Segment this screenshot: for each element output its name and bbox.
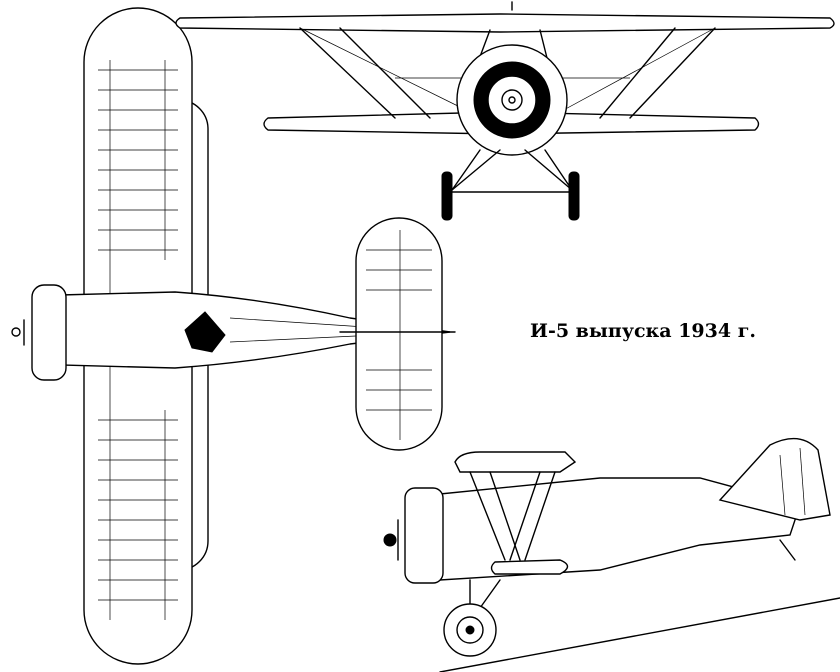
side-view <box>383 437 840 672</box>
front-view-right-wheel <box>568 171 580 221</box>
top-view-wing-ribs <box>98 60 178 620</box>
top-view-cowling <box>31 284 67 381</box>
front-view-left-wheel <box>441 171 453 221</box>
front-view <box>175 1 835 221</box>
side-view-ground-line <box>439 597 840 672</box>
drawing-caption: И-5 выпуска 1934 г. <box>530 320 756 342</box>
side-view-cowling <box>404 487 444 584</box>
side-view-lower-wing <box>490 559 569 575</box>
top-view <box>11 7 456 665</box>
top-view-tailplane <box>355 217 443 451</box>
side-view-fin <box>718 437 831 521</box>
side-view-upper-wing <box>454 451 577 473</box>
front-view-upper-wing <box>175 13 835 33</box>
